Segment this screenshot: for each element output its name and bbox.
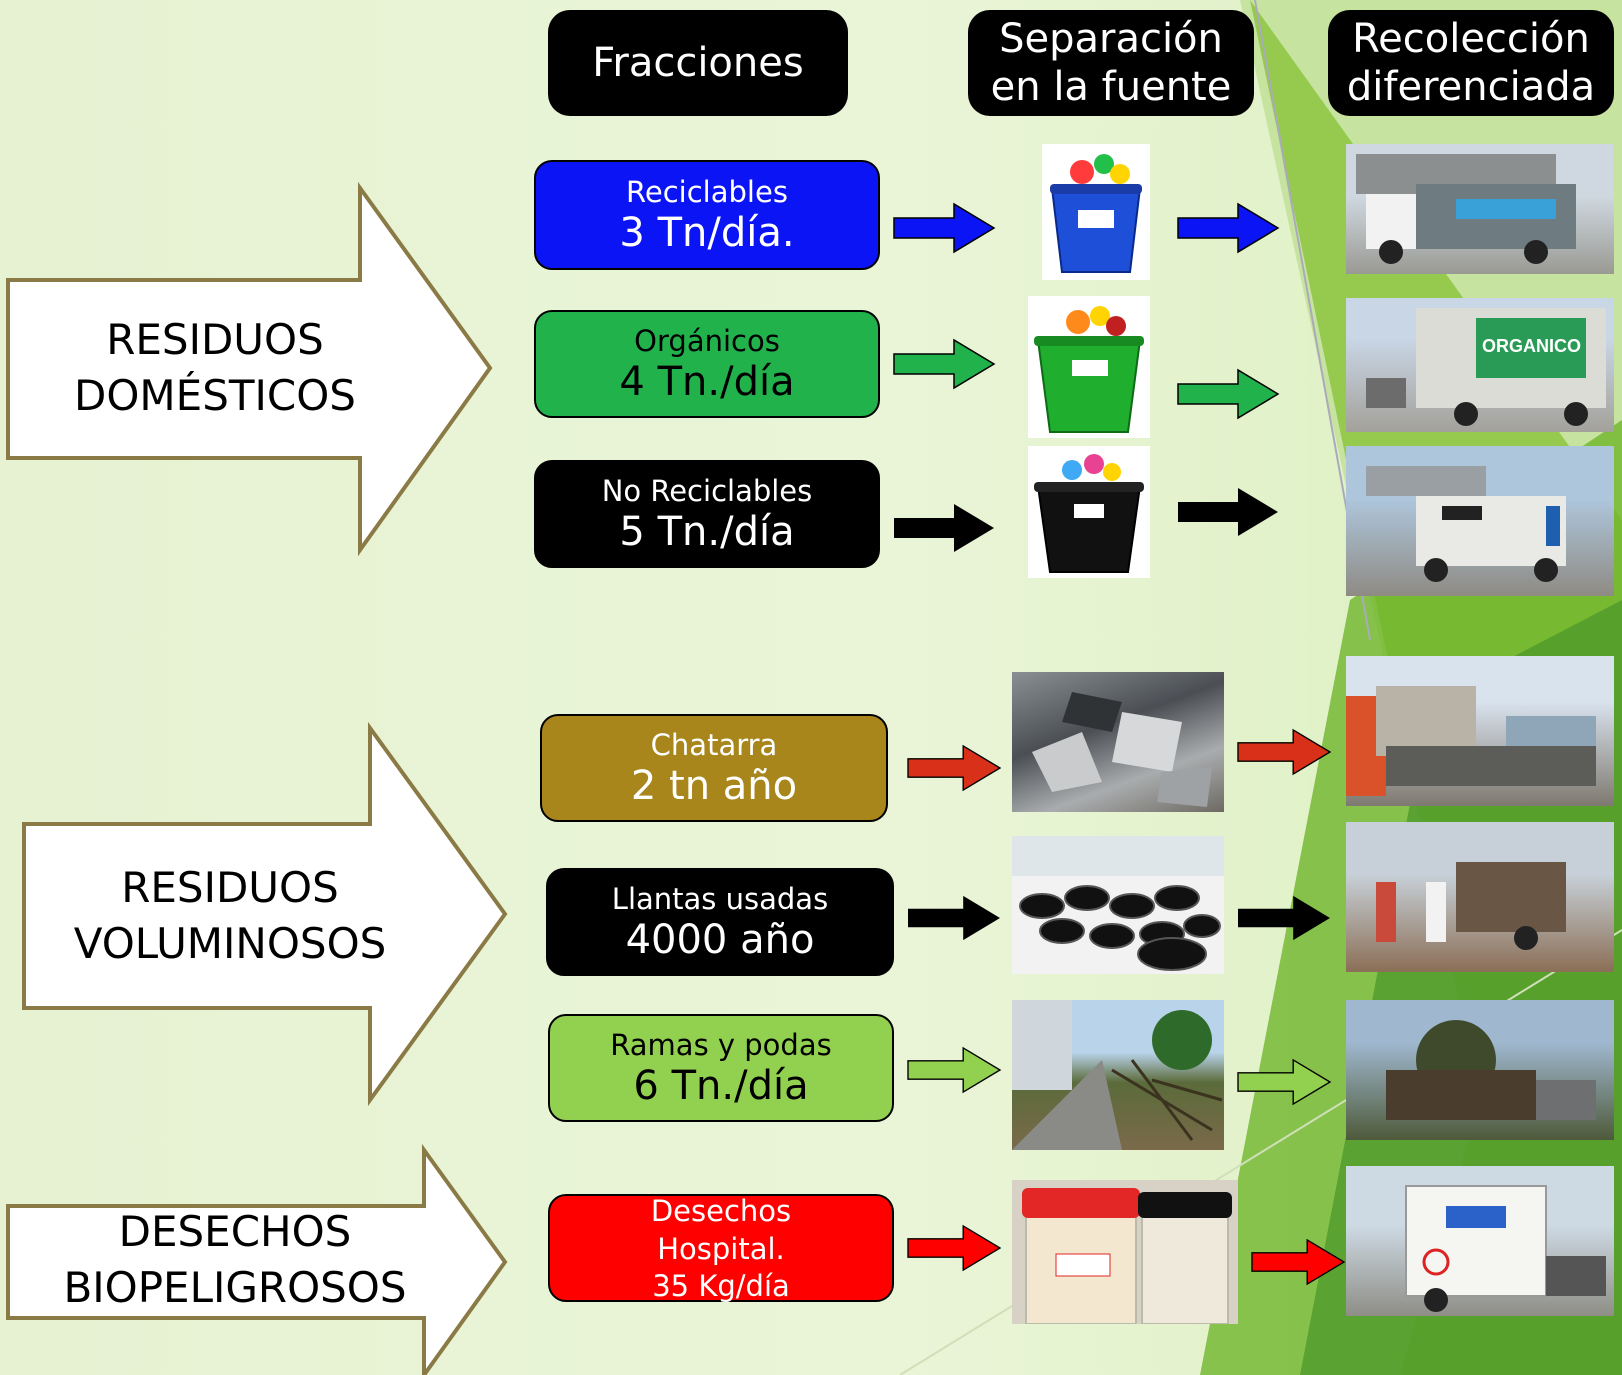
bin-green-icon (1034, 306, 1144, 433)
scrap-metal-image (1032, 692, 1212, 807)
branches-collection-photo (1346, 1000, 1614, 1140)
fraction-amount: 2 tn año (630, 763, 798, 809)
arrow-no-reciclables-1 (894, 504, 994, 552)
scrap-collection-photo (1346, 656, 1614, 806)
fraction-amount: 3 Tn/día. (619, 210, 795, 256)
arrow-ramas-2 (1237, 1059, 1331, 1105)
non-recyclable-truck-image (1366, 466, 1566, 582)
arrow-llantas-1 (908, 895, 1000, 941)
category-label-voluminosos: RESIDUOS VOLUMINOSOS (60, 860, 400, 972)
bin-blue-icon (1050, 154, 1142, 273)
arrow-residuos-voluminosos (22, 721, 508, 1107)
fraction-amount: 6 Tn./día (633, 1063, 809, 1109)
header-recoleccion: Recolección diferenciada (1328, 10, 1614, 116)
fraction-name: Reciclables (626, 175, 788, 209)
organic-truck-image (1366, 308, 1606, 426)
tires-collection-photo (1346, 822, 1614, 972)
fraction-box-no-reciclables: No Reciclables 5 Tn./día (534, 460, 880, 568)
fraction-amount: 5 Tn./día (619, 509, 795, 555)
arrow-no-reciclables-2 (1178, 488, 1278, 536)
branches-photo (1012, 1000, 1224, 1150)
fraction-name: Desechos (650, 1194, 792, 1228)
arrow-reciclables-2 (1177, 203, 1279, 253)
branches-collection-image (1386, 1020, 1596, 1120)
category-label-biopeligrosos-line1: DESECHOS (118, 1207, 352, 1256)
branches-image (1012, 1000, 1223, 1150)
bin-black-icon (1034, 454, 1144, 573)
hospital-bins-photo (1012, 1180, 1238, 1324)
organic-truck-photo: ORGANICO (1346, 298, 1614, 432)
header-separacion-text: Separación en la fuente (990, 16, 1232, 110)
fraction-name2: Hospital. (657, 1232, 785, 1266)
fraction-box-llantas: Llantas usadas 4000 año (546, 868, 894, 976)
hospital-truck-photo (1346, 1166, 1614, 1316)
fraction-box-ramas: Ramas y podas 6 Tn./día (548, 1014, 894, 1122)
arrow-ramas-1 (907, 1047, 1001, 1093)
non-recyclable-truck-photo (1346, 446, 1614, 596)
arrow-residuos-domesticos (6, 181, 493, 557)
fraction-name: No Reciclables (601, 474, 813, 508)
used-tires-photo (1012, 836, 1224, 974)
category-arrows (6, 181, 508, 1375)
category-label-domesticos: RESIDUOS DOMÉSTICOS (40, 312, 390, 424)
header-recoleccion-text: Recolección diferenciada (1346, 16, 1596, 110)
arrow-hospital-1 (907, 1225, 1001, 1271)
fraction-name: Ramas y podas (610, 1028, 832, 1062)
arrow-organicos-1 (893, 339, 995, 389)
fraction-amount: 35 Kg/día (652, 1269, 790, 1303)
arrow-llantas-2 (1238, 895, 1330, 941)
fraction-box-desechos-hospital: Desechos Hospital. 35 Kg/día (548, 1194, 894, 1303)
fraction-name: Chatarra (650, 728, 778, 762)
tires-collection-image (1376, 862, 1566, 950)
fraction-box-reciclables: Reciclables 3 Tn/día. (534, 160, 880, 270)
category-label-voluminosos-line2: VOLUMINOSOS (73, 919, 387, 968)
organic-bin-green (1028, 296, 1150, 438)
hospital-truck-image (1405, 1185, 1606, 1312)
arrow-chatarra-1 (907, 745, 1001, 791)
category-label-domesticos-line2: DOMÉSTICOS (74, 371, 356, 420)
fraction-box-chatarra: Chatarra 2 tn año (540, 714, 888, 822)
fraction-name: Llantas usadas (611, 882, 829, 916)
arrow-desechos-biopeligrosos (6, 1143, 508, 1375)
fraction-name: Orgánicos (634, 324, 780, 358)
category-label-voluminosos-line1: RESIDUOS (121, 863, 339, 912)
arrow-organicos-2 (1177, 369, 1279, 419)
used-tires-image (1012, 836, 1224, 971)
recycling-bin-blue (1042, 144, 1150, 280)
non-recyclable-bin-black (1028, 446, 1150, 578)
fraction-amount: 4 Tn./día (619, 359, 795, 405)
category-label-domesticos-line1: RESIDUOS (106, 315, 324, 364)
scrap-metal-photo (1012, 672, 1224, 812)
hospital-bins-image (1022, 1188, 1232, 1324)
arrow-hospital-2 (1251, 1239, 1345, 1285)
fraction-amount: 4000 año (625, 917, 815, 963)
arrow-reciclables-1 (893, 203, 995, 253)
header-separacion: Separación en la fuente (968, 10, 1254, 116)
header-fracciones-text: Fracciones (592, 40, 804, 86)
header-fracciones: Fracciones (548, 10, 848, 116)
scrap-collection-image (1346, 686, 1596, 796)
arrow-chatarra-2 (1237, 729, 1331, 775)
recycling-truck-photo (1346, 144, 1614, 274)
category-label-biopeligrosos: DESECHOS BIOPELIGROSOS (40, 1204, 430, 1316)
recycling-truck-image (1356, 154, 1576, 264)
fraction-box-organicos: Orgánicos 4 Tn./día (534, 310, 880, 418)
organico-truck-label: ORGANICO (1482, 336, 1581, 356)
category-label-biopeligrosos-line2: BIOPELIGROSOS (63, 1263, 407, 1312)
